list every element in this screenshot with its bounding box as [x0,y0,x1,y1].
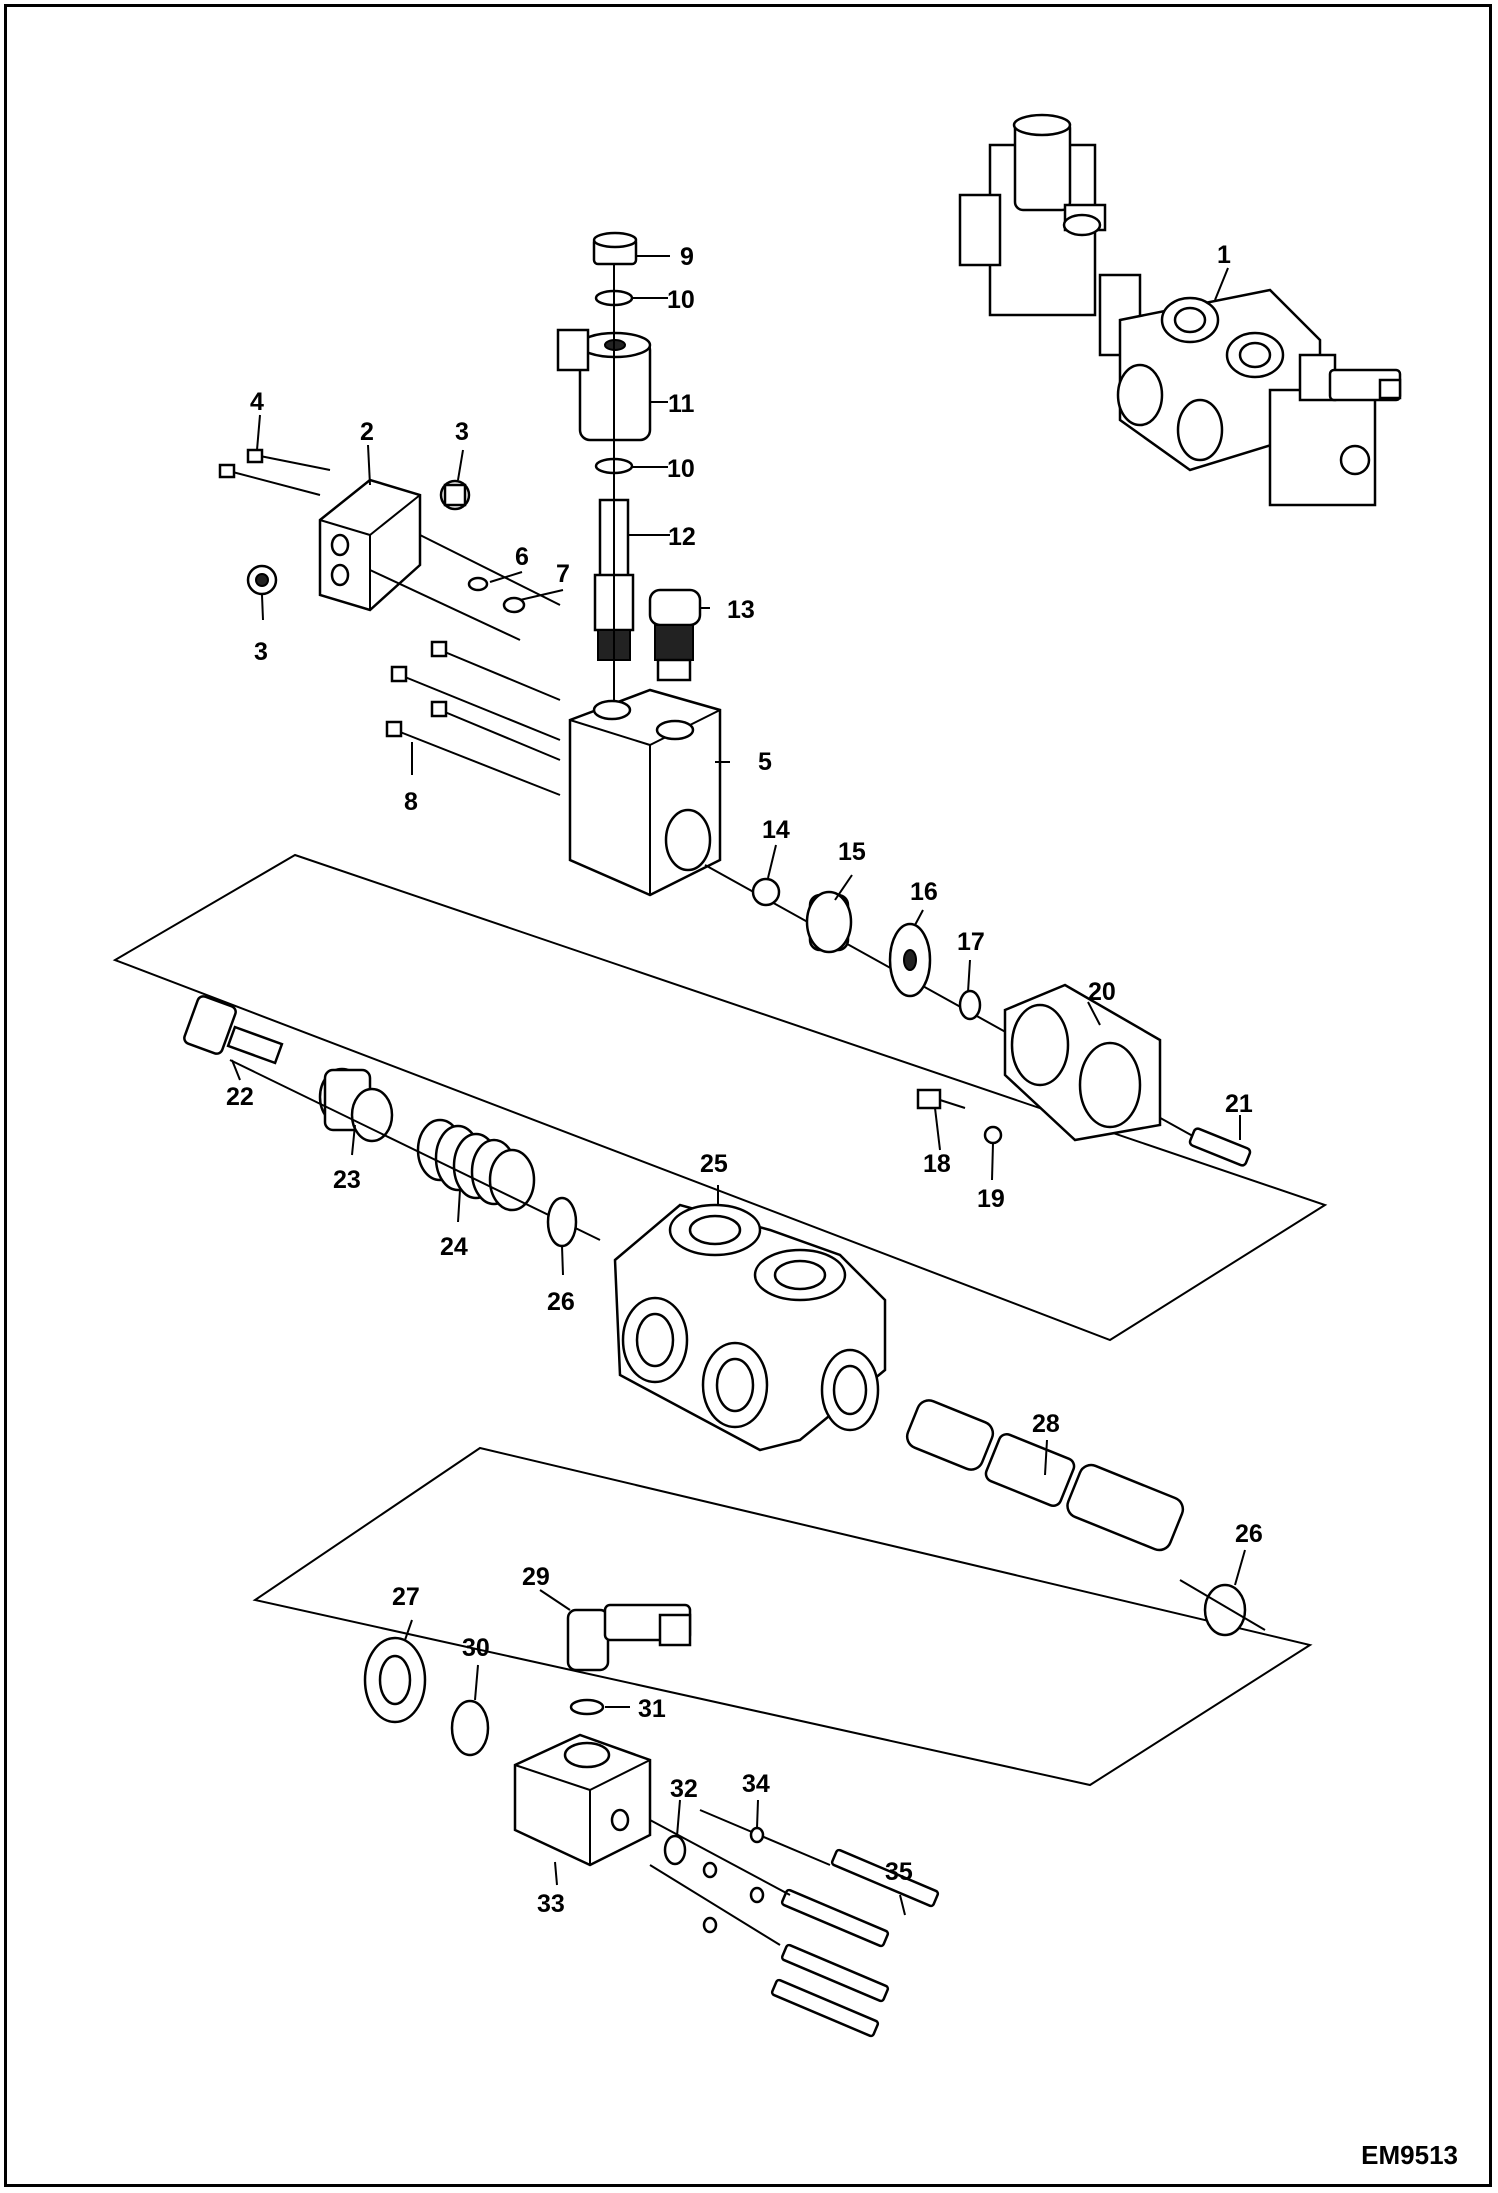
callout-30: 30 [462,1634,490,1662]
callout-2: 2 [360,418,374,446]
bolt-4 [218,448,331,496]
nut-14 [751,877,781,907]
callout-26-right: 26 [1235,1520,1263,1548]
callout-4: 4 [250,388,264,416]
callout-13: 13 [727,596,755,624]
o-ring-26-left [546,1196,578,1248]
callout-17: 17 [957,928,985,956]
drawing-frame [4,4,1492,2187]
callout-10-upper: 10 [667,286,695,314]
o-ring-7 [502,596,526,614]
callout-18: 18 [923,1150,951,1178]
end-cap-33 [513,1733,652,1867]
o-ring-26-right [1203,1583,1247,1637]
plug-3-upper [439,479,471,511]
solenoid-coil-11 [556,328,652,442]
callout-14: 14 [762,816,790,844]
group-outline-bottom [252,1446,1313,1787]
screw-18 [916,1088,966,1110]
callout-20: 20 [1088,978,1116,1006]
bolts-35 [649,1809,940,2038]
washer-19 [983,1125,1003,1145]
leader-lines [231,255,1246,1916]
cartridge-valve-13 [648,588,702,682]
washer-16 [888,922,932,998]
o-ring-17 [958,989,982,1021]
retainer-23 [318,1067,394,1143]
solenoid-nut-9 [592,231,638,266]
group-outline-middle [112,853,1328,1342]
callout-24: 24 [440,1233,468,1261]
callout-21: 21 [1225,1090,1253,1118]
o-ring-6 [467,576,489,592]
callout-32: 32 [670,1775,698,1803]
washers-34 [702,1826,765,1934]
callout-3-upper: 3 [455,418,469,446]
callout-labels: 1 2 3 3 4 5 6 7 8 9 10 10 11 12 13 14 15… [226,241,1263,1918]
callout-7: 7 [556,560,570,588]
callout-12: 12 [668,523,696,551]
pin-21 [1188,1127,1252,1167]
callout-26-left: 26 [547,1288,575,1316]
callout-28: 28 [1032,1410,1060,1438]
callout-33: 33 [537,1890,565,1918]
spring-24 [416,1118,536,1212]
bolts-8 [385,640,561,796]
callout-23: 23 [333,1166,361,1194]
o-ring-31 [569,1698,605,1716]
callout-10-lower: 10 [667,455,695,483]
callout-15: 15 [838,838,866,866]
callout-6: 6 [515,543,529,571]
valve-block-5 [568,688,722,897]
callout-9: 9 [680,243,694,271]
callout-3-lower: 3 [254,638,268,666]
adapter-block-2 [318,478,422,612]
actuator-cap-20 [1003,983,1162,1142]
o-ring-30 [450,1699,490,1757]
plug-3-lower [246,564,278,596]
callout-27: 27 [392,1583,420,1611]
callout-8: 8 [404,788,418,816]
callout-25: 25 [700,1150,728,1178]
valve-assembly-overview [958,113,1402,507]
callout-29: 29 [522,1563,550,1591]
callout-1: 1 [1217,241,1231,269]
callout-35: 35 [885,1858,913,1886]
callout-16: 16 [910,878,938,906]
callout-19: 19 [977,1185,1005,1213]
callout-34: 34 [742,1770,770,1798]
callout-5: 5 [758,748,772,776]
pressure-switch-29 [566,1603,692,1672]
callout-31: 31 [638,1695,666,1723]
washer-27 [363,1636,427,1724]
callout-22: 22 [226,1083,254,1111]
o-ring-32 [663,1834,687,1866]
valve-body-25 [613,1203,887,1452]
spool-28 [905,1399,1185,1552]
piston-15 [805,890,853,954]
callout-11: 11 [668,390,695,418]
drawing-code: EM9513 [1361,2140,1458,2170]
bolt-22 [183,995,284,1065]
